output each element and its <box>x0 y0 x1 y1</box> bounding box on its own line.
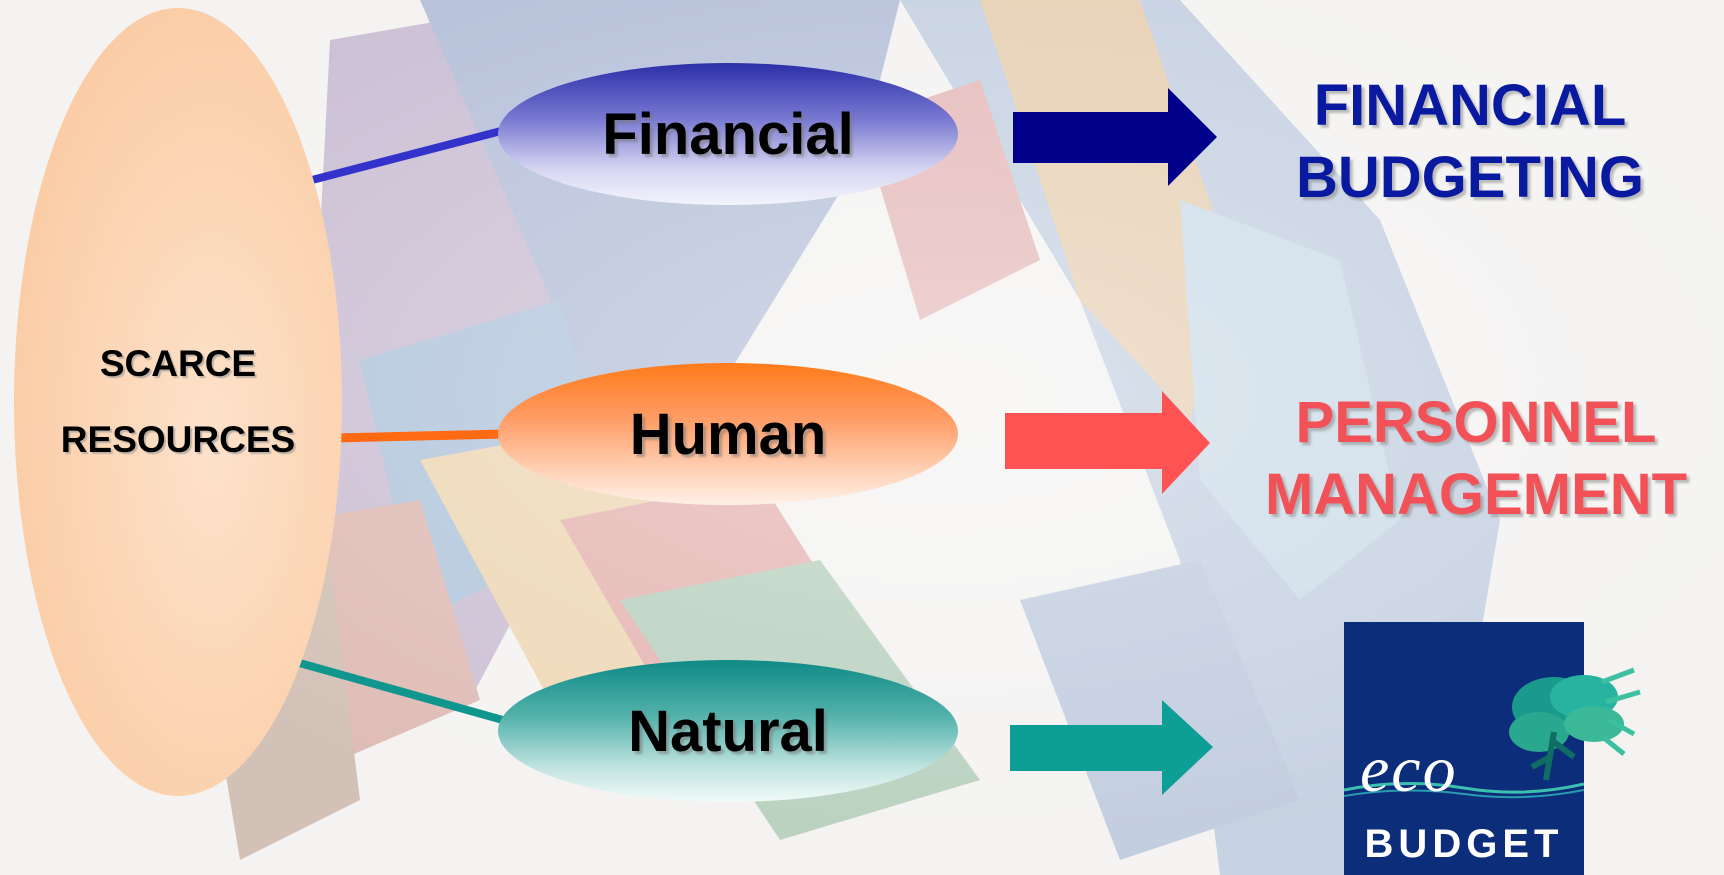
connector-natural <box>294 658 512 726</box>
ecobudget-logo-icon: eco BUDGET <box>1344 622 1642 875</box>
human-label: Human <box>629 401 827 467</box>
wave-icon <box>1344 781 1584 799</box>
natural-resource-oval: Natural <box>498 660 958 802</box>
scarce-resources-ellipse: SCARCE RESOURCES <box>14 8 342 796</box>
financial-outcome-line-2: BUDGETING <box>1296 145 1644 210</box>
human-arrow-icon <box>1005 391 1210 494</box>
budget-wordmark: BUDGET <box>1364 822 1564 866</box>
tree-icon <box>1509 667 1641 781</box>
connector-human <box>334 429 506 443</box>
eco-wordmark: eco <box>1360 733 1458 806</box>
personnel-management-outcome: PERSONNEL MANAGEMENT <box>1236 387 1716 531</box>
financial-label: Financial <box>602 101 854 167</box>
financial-budgeting-outcome: FINANCIAL BUDGETING <box>1240 70 1700 214</box>
scarce-label-line-2: RESOURCES <box>60 419 296 460</box>
financial-outcome-line-1: FINANCIAL <box>1313 73 1627 138</box>
personnel-outcome-line-1: PERSONNEL <box>1295 390 1657 455</box>
natural-arrow-icon <box>1010 700 1213 795</box>
human-resource-oval: Human <box>498 363 958 505</box>
connector-financial <box>310 126 507 184</box>
scarce-label-line-1: SCARCE <box>99 343 257 384</box>
financial-arrow-icon <box>1013 88 1217 186</box>
financial-resource-oval: Financial <box>498 63 958 205</box>
natural-label: Natural <box>628 698 828 764</box>
personnel-outcome-line-2: MANAGEMENT <box>1264 462 1688 527</box>
